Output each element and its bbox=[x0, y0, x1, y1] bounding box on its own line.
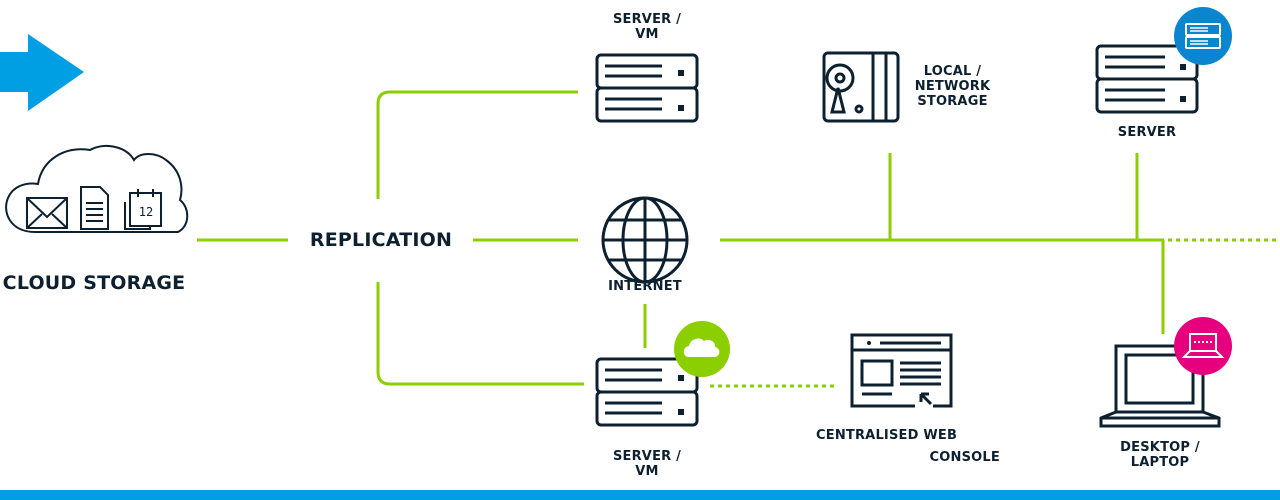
dotted-lines bbox=[710, 238, 1280, 388]
server-led bbox=[678, 409, 684, 415]
cloud-badge-icon bbox=[674, 321, 730, 377]
server-led bbox=[678, 70, 684, 76]
replication-label: REPLICATION bbox=[309, 229, 453, 251]
server-vm-top-label: SERVER / VM bbox=[612, 12, 682, 42]
arrow-icon bbox=[0, 34, 84, 111]
server-led bbox=[1180, 64, 1186, 70]
server-badge-icon bbox=[1174, 7, 1232, 65]
laptop-icon bbox=[1099, 344, 1221, 428]
line-replication-bottom-server bbox=[376, 282, 584, 386]
cursor-icon bbox=[919, 392, 933, 406]
document-icon bbox=[80, 186, 109, 230]
server-led bbox=[678, 375, 684, 381]
cloud-storage-label: CLOUD STORAGE bbox=[2, 272, 186, 294]
connector-lines bbox=[197, 90, 1165, 386]
local-network-storage-label: LOCAL / NETWORK STORAGE bbox=[914, 64, 991, 109]
server-led bbox=[678, 105, 684, 111]
envelope-icon bbox=[26, 197, 68, 229]
server-led bbox=[1180, 96, 1186, 102]
bottom-accent-bar bbox=[0, 490, 1280, 500]
globe-icon bbox=[601, 196, 689, 284]
internet-label: INTERNET bbox=[608, 279, 682, 294]
laptop-badge-icon bbox=[1174, 317, 1232, 375]
web-console-label-line1: CENTRALISED WEB bbox=[816, 428, 958, 443]
cloud-icon bbox=[5, 144, 189, 233]
browser-dot bbox=[867, 341, 871, 345]
browser-window-icon bbox=[850, 333, 953, 408]
line-replication-top-server bbox=[376, 90, 578, 199]
calendar-day-text: 12 bbox=[139, 205, 153, 219]
desktop-laptop-label: DESKTOP / LAPTOP bbox=[1120, 440, 1200, 470]
hard-drive-icon bbox=[822, 51, 900, 123]
server-icon bbox=[595, 53, 699, 123]
calendar-icon bbox=[124, 189, 162, 230]
server-vm-bottom-label: SERVER / VM bbox=[612, 449, 682, 479]
web-console-label-line2: CONSOLE bbox=[929, 450, 1000, 465]
server-icon bbox=[595, 357, 699, 427]
server-right-label: SERVER bbox=[1117, 125, 1177, 140]
server-icon bbox=[1095, 44, 1199, 114]
